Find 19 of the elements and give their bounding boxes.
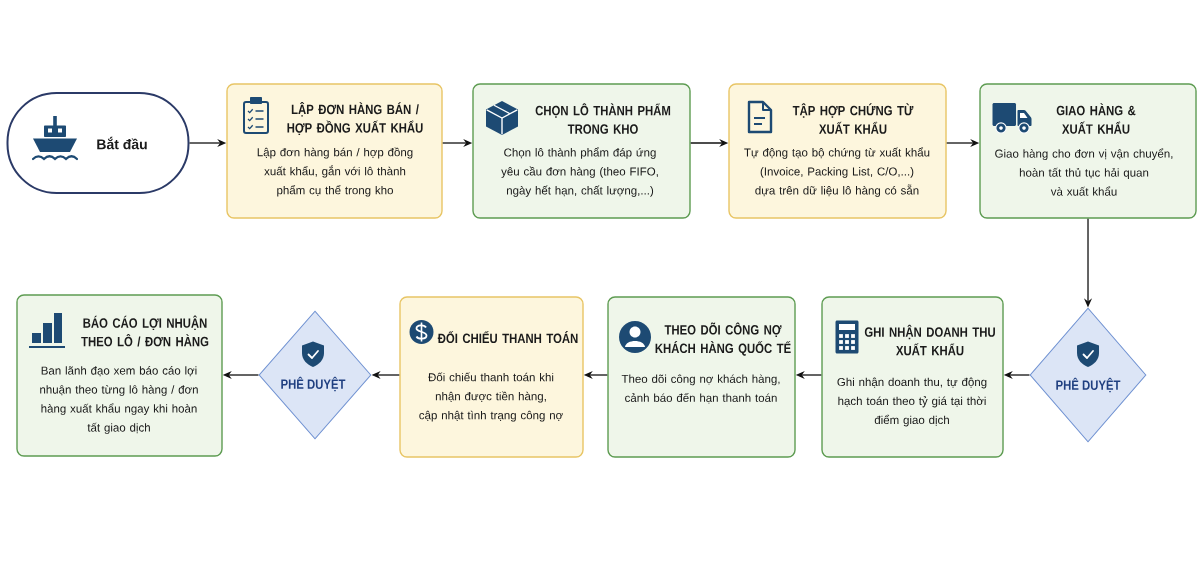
decision-label: PHÊ DUYỆT	[1056, 377, 1121, 393]
heading: LẬP ĐƠN HÀNG BÁN / HỢP ĐỒNG XUẤT KHẨU	[287, 102, 423, 135]
description: Ghi nhận doanh thu, tự động hạch toán theo tỷ giá tại thời điểm giao dịch	[837, 377, 987, 427]
description: Đối chiếu thanh toán khi nhận được tiền hàng, cập nhật tình trạng công nợ	[419, 372, 563, 422]
description: Lập đơn hàng bán / hợp đồng xuất khẩu, gắn với lô thành phẩm cụ thể trong kho	[257, 147, 413, 197]
heading: THEO DÕI CÔNG NỢ KHÁCH HÀNG QUỐC TẾ	[655, 322, 791, 356]
heading: ĐỐI CHIẾU THANH TOÁN	[437, 330, 578, 344]
description: Ban lãnh đạo xem báo cáo lợi nhuận theo từng lô hàng / đơn hàng xuất khẩu ngay khi hoàn tất giao dịch	[40, 366, 198, 434]
heading: GHI NHẬN DOANH THU XUẤT KHẨU	[864, 324, 995, 356]
heading: BÁO CÁO LỢI NHUẬN THEO LÔ / ĐƠN HÀNG	[81, 315, 209, 347]
decision-label: PHÊ DUYỆT	[281, 376, 346, 392]
description: Chọn lô thành phẩm đáp ứng yêu cầu đơn hàng (theo FIFO, ngày hết hạn, chất lượng,...)	[501, 147, 658, 197]
description: Giao hàng cho đơn vị vận chuyển, hoàn tất thủ tục hải quan và xuất khẩu	[995, 148, 1173, 196]
heading: CHỌN LÔ THÀNH PHẨM TRONG KHO	[535, 103, 671, 134]
heading: GIAO HÀNG & XUẤT KHẨU	[1056, 103, 1136, 134]
description: Tự động tạo bộ chứng từ xuất khẩu (Invoice, Packing List, C/O,...) dựa trên dữ liệu lô hàng có sẵn	[744, 147, 930, 197]
heading: TẬP HỢP CHỨNG TỪ XUẤT KHẨU	[792, 103, 914, 134]
terminal-label: Bắt đầu	[97, 136, 147, 150]
description: Theo dõi công nợ khách hàng, cảnh báo đến hạn thanh toán	[621, 374, 780, 404]
